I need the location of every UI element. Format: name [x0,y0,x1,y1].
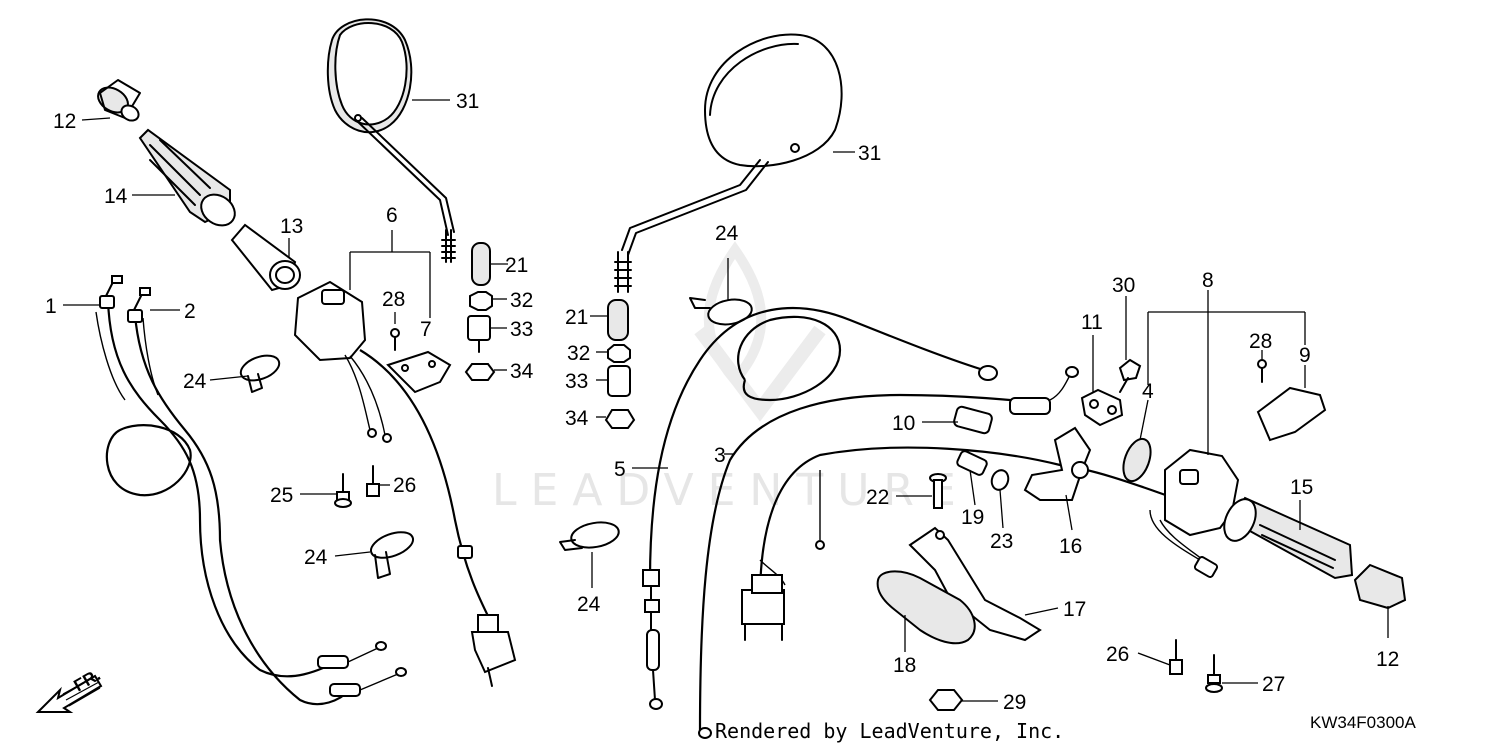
front-direction-indicator: FR. [35,665,104,713]
callouts: 12 14 13 1 2 24 6 28 7 31 21 32 33 34 25… [45,90,1399,714]
callout-32: 32 [510,289,533,312]
part-cable-band-right [559,297,753,551]
callout-24: 24 [304,546,328,569]
callout-7: 7 [420,318,432,341]
callout-24: 24 [183,370,207,393]
callout-33: 33 [565,370,588,393]
watermark-text: LEADVENTURE [492,465,970,516]
part-pivot-bolt-22 [929,473,947,509]
callout-21: 21 [505,254,528,277]
callout-3: 3 [714,444,726,467]
callout-25: 25 [270,484,293,507]
callout-11: 11 [1081,311,1103,334]
callout-10: 10 [892,412,915,435]
part-brake-lever [908,526,1042,642]
watermark: LEADVENTURE [492,241,970,516]
part-lever-bracket [1023,426,1092,501]
callout-17: 17 [1063,598,1086,621]
part-adjuster-23 [990,469,1010,491]
part-mirror-hardware-right [604,299,636,429]
part-grip-right [1223,496,1354,580]
callout-34: 34 [510,360,534,383]
part-bracket-7 [386,350,452,394]
part-grip-left [138,128,236,227]
part-screw-28-left [390,328,400,351]
callout-34: 34 [565,407,589,430]
arrow-icon [35,674,103,713]
part-lever-cover [876,570,976,645]
part-clutch-switch [953,405,993,435]
part-bolts-26-27-right [1169,639,1223,693]
callout-30: 30 [1112,274,1135,297]
callout-23: 23 [990,530,1013,553]
part-collar-4 [1122,437,1152,483]
callout-28: 28 [1249,330,1272,353]
part-bar-end-weight-right [1353,563,1407,610]
part-switch-harness-left [359,349,517,687]
callout-33: 33 [510,318,533,341]
part-mirror-right [614,33,843,293]
callout-24: 24 [715,222,739,245]
callout-12: 12 [1376,648,1399,671]
callout-15: 15 [1290,476,1313,499]
callout-2: 2 [184,300,196,323]
callout-24: 24 [577,593,601,616]
callout-16: 16 [1059,535,1082,558]
part-adjuster-19 [956,450,988,476]
part-bolt-30 [1118,358,1142,393]
leader-lines [63,99,1389,702]
part-clutch-cable [642,306,998,710]
callout-6: 6 [386,204,398,227]
callout-29: 29 [1003,691,1026,714]
part-switch-housing-right [1149,448,1240,578]
part-bar-end-weight-left [97,79,141,122]
callout-22: 22 [866,486,889,509]
part-lever-holder-11 [1080,388,1124,427]
render-credit: Rendered by LeadVenture, Inc. [715,719,1064,743]
callout-32: 32 [567,342,590,365]
callout-28: 28 [382,288,405,311]
callout-31: 31 [858,142,881,165]
part-mirror-hardware-left [464,242,496,381]
callout-26: 26 [1106,643,1129,666]
callout-9: 9 [1299,344,1311,367]
part-nut-29 [928,689,964,711]
callout-5: 5 [614,458,626,481]
part-throttle-pipe [230,223,301,292]
part-bolts-25-26 [334,465,380,508]
callout-1: 1 [45,295,57,318]
callout-27: 27 [1262,673,1285,696]
part-screw-28-right [1257,359,1267,383]
callout-8: 8 [1202,269,1214,292]
part-cable-band-left [239,354,415,579]
callout-12: 12 [53,110,76,133]
part-mirror-left [326,18,456,263]
callout-31: 31 [456,90,479,113]
callout-26: 26 [393,474,416,497]
callout-14: 14 [104,185,128,208]
callout-21: 21 [565,306,588,329]
part-throttle-housing [293,280,392,443]
part-switch-cover-9 [1256,386,1327,442]
part-switch-harness-right [741,446,1181,641]
diagram-code: KW34F0300A [1310,713,1416,732]
part-throttle-cables [95,275,407,706]
part-cable-3 [698,366,1079,739]
callout-19: 19 [961,506,984,529]
callout-4: 4 [1142,380,1154,403]
callout-13: 13 [280,215,303,238]
callout-18: 18 [893,654,916,677]
